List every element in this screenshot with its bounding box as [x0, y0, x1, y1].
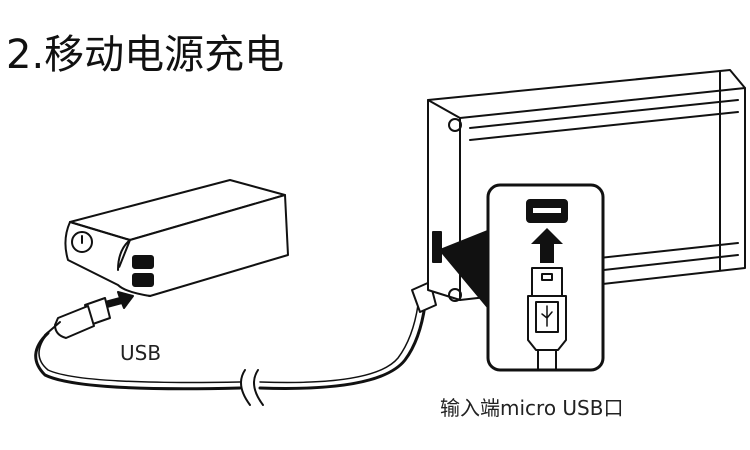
- usb-port-icon: [132, 273, 154, 287]
- cable-break-icon: [240, 369, 264, 406]
- insert-arrow-icon: [104, 291, 134, 309]
- page-title: 2.移动电源充电: [6, 32, 285, 78]
- input-port-label: 输入端micro USB口: [440, 396, 624, 420]
- power-bank-illustration: [64, 179, 289, 297]
- usb-symbol-icon: [541, 305, 553, 327]
- usb-plug-illustration: [44, 297, 111, 339]
- usb-port-icon: [132, 255, 154, 269]
- power-button-icon: [71, 231, 93, 253]
- cable: [34, 331, 242, 391]
- micro-usb-inset: [486, 183, 605, 372]
- usb-label: USB: [120, 341, 162, 365]
- up-arrow-icon: [531, 228, 563, 263]
